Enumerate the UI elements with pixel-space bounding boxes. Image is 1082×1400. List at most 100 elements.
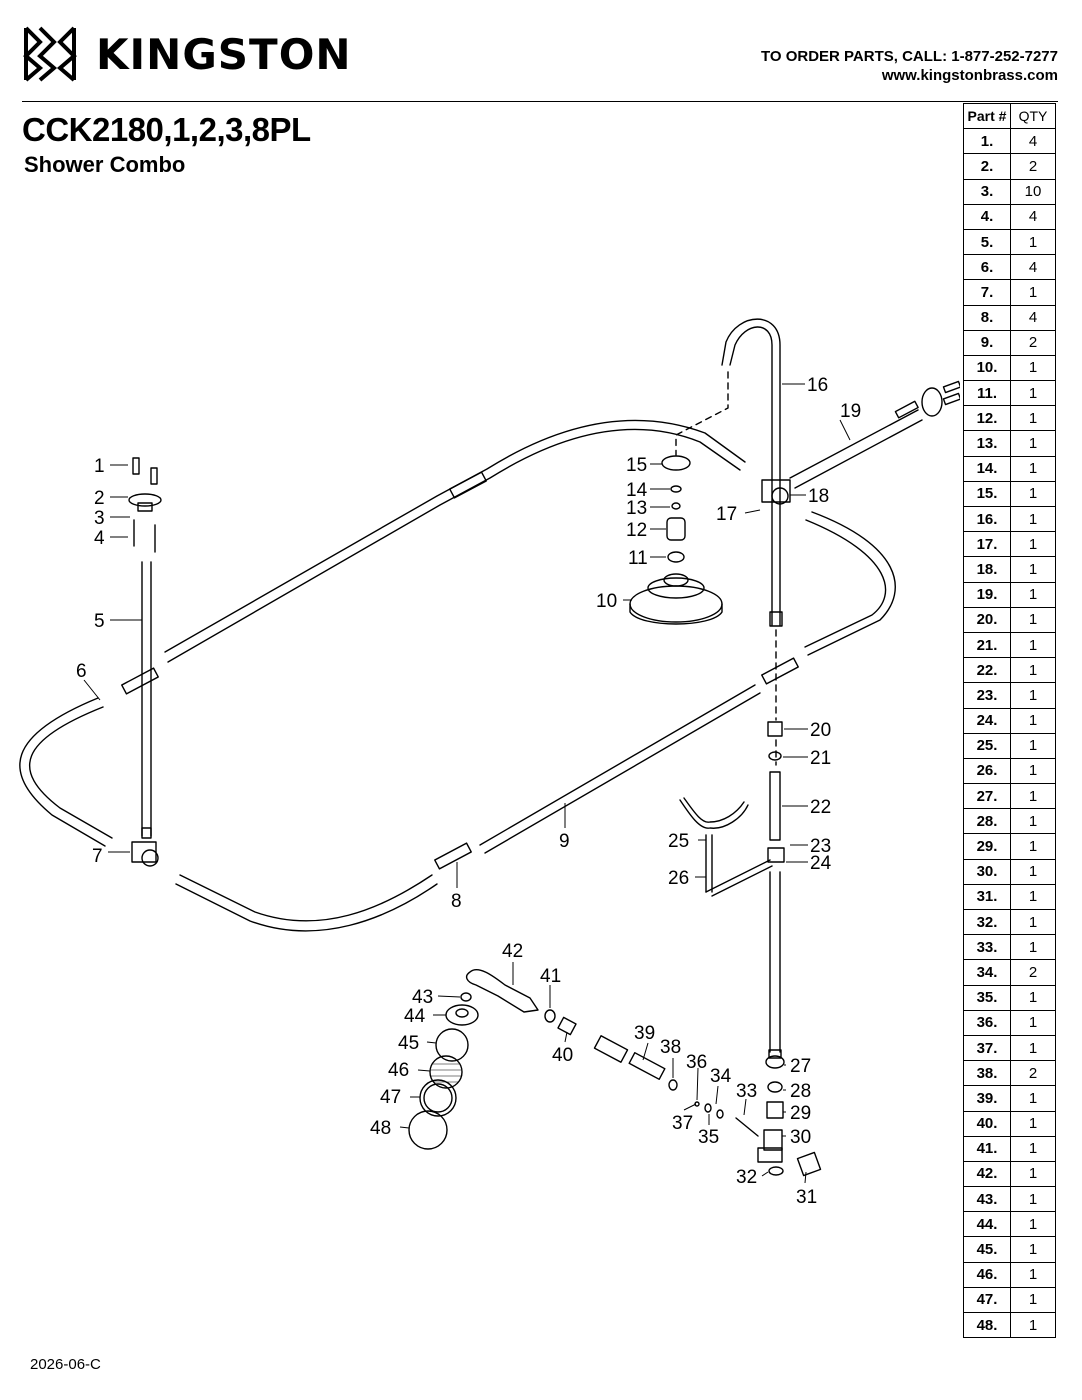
callout-32: 32	[736, 1167, 757, 1188]
table-row: 25.1	[963, 732, 1056, 759]
quantity-cell: 1	[1010, 808, 1056, 835]
part-number-cell: 48.	[963, 1311, 1011, 1339]
order-info: TO ORDER PARTS, CALL: 1-877-252-7277 www…	[761, 47, 1058, 85]
table-row: 16.1	[963, 505, 1056, 533]
part-number-cell: 30.	[963, 858, 1011, 885]
table-row: 17.1	[963, 531, 1056, 558]
callout-25: 25	[668, 831, 689, 852]
table-row: 30.1	[963, 858, 1056, 885]
quantity-cell: 1	[1010, 279, 1056, 306]
part-number-cell: 45.	[963, 1236, 1011, 1263]
part-number-cell: 33.	[963, 934, 1011, 961]
callout-4: 4	[94, 528, 105, 549]
part-number-cell: 7.	[963, 279, 1011, 306]
quantity-cell: 1	[1010, 1160, 1056, 1188]
table-row: 28.1	[963, 808, 1056, 835]
quantity-cell: 1	[1010, 984, 1056, 1011]
table-row: 31.1	[963, 883, 1056, 911]
quantity-cell: 1	[1010, 1211, 1056, 1238]
part-number-cell: 1.	[963, 128, 1011, 155]
callout-18: 18	[808, 486, 829, 507]
order-website[interactable]: www.kingstonbrass.com	[881, 67, 1058, 84]
table-row: 18.1	[963, 556, 1056, 583]
quantity-cell: 4	[1010, 203, 1056, 230]
model-number: CCK2180,1,2,3,8PL	[22, 111, 311, 148]
quantity-cell: 2	[1010, 959, 1056, 986]
callout-31: 31	[796, 1187, 817, 1208]
rail-right	[807, 511, 896, 656]
quantity-cell: 1	[1010, 1186, 1056, 1213]
rail-back	[167, 428, 741, 663]
part-number-cell: 28.	[963, 808, 1011, 835]
table-row: 1.4	[963, 128, 1056, 155]
callout-5: 5	[94, 611, 105, 632]
callout-10: 10	[596, 591, 617, 612]
table-row: 36.1	[963, 1009, 1056, 1036]
quantity-cell: 1	[1010, 1261, 1056, 1288]
table-row: 44.1	[963, 1211, 1056, 1238]
part-number-cell: 13.	[963, 430, 1011, 457]
table-row: 13.1	[963, 430, 1056, 457]
table-row: 10.1	[963, 354, 1056, 382]
callout-34: 34	[710, 1066, 732, 1087]
quantity-cell: 1	[1010, 908, 1056, 936]
table-row: 42.1	[963, 1160, 1056, 1188]
quantity-cell: 1	[1010, 405, 1056, 432]
callout-13: 13	[626, 498, 647, 519]
callout-30: 30	[790, 1127, 811, 1148]
quantity-cell: 1	[1010, 1286, 1056, 1314]
quantity-cell: 1	[1010, 228, 1056, 256]
table-row: 41.1	[963, 1135, 1056, 1162]
riser-gooseneck	[729, 326, 773, 626]
table-row: 5.1	[963, 228, 1056, 256]
quantity-cell: 1	[1010, 380, 1056, 407]
quantity-cell: 1	[1010, 833, 1056, 860]
table-row: 24.1	[963, 707, 1056, 734]
callout-47: 47	[380, 1087, 401, 1108]
part-number-cell: 6.	[963, 254, 1011, 281]
part-number-cell: 19.	[963, 581, 1011, 608]
order-phone: TO ORDER PARTS, CALL: 1-877-252-7277	[760, 48, 1058, 65]
table-row: 34.2	[963, 959, 1056, 986]
table-row: 11.1	[963, 380, 1056, 407]
quantity-cell: 1	[1010, 1311, 1056, 1339]
part-number-cell: 10.	[963, 354, 1011, 382]
part-number-cell: 35.	[963, 984, 1011, 1011]
table-row: 38.2	[963, 1060, 1056, 1087]
callout-14: 14	[626, 480, 648, 501]
callout-15: 15	[626, 455, 647, 476]
callout-45: 45	[398, 1033, 419, 1054]
quantity-cell: 1	[1010, 707, 1056, 734]
quantity-cell: 1	[1010, 606, 1056, 633]
quantity-cell: 1	[1010, 783, 1056, 810]
quantity-cell: 1	[1010, 505, 1056, 533]
kingston-logo: KINGSTON	[22, 24, 352, 84]
part-number-cell: 40.	[963, 1110, 1011, 1137]
quantity-cell: 1	[1010, 1034, 1056, 1062]
rail-left	[29, 706, 113, 839]
quantity-cell: 1	[1010, 1110, 1056, 1137]
table-row: 48.1	[963, 1311, 1056, 1339]
quantity-cell: 4	[1010, 254, 1056, 281]
callout-38: 38	[660, 1037, 681, 1058]
part-number-cell: 32.	[963, 908, 1011, 936]
table-row: 3.10	[963, 178, 1056, 205]
quantity-cell: 10	[1010, 178, 1056, 205]
table-row: 19.1	[963, 581, 1056, 608]
quantity-cell: 1	[1010, 1009, 1056, 1036]
callout-26: 26	[668, 868, 689, 889]
part-number-cell: 16.	[963, 505, 1011, 533]
table-row: 23.1	[963, 682, 1056, 709]
table-row: 29.1	[963, 833, 1056, 860]
quantity-cell: 1	[1010, 354, 1056, 382]
table-row: 8.4	[963, 304, 1056, 331]
quantity-cell: 2	[1010, 153, 1056, 180]
callout-1: 1	[94, 456, 105, 477]
callout-20: 20	[810, 720, 831, 741]
quantity-cell: 1	[1010, 858, 1056, 885]
quantity-cell: 2	[1010, 1060, 1056, 1087]
quantity-cell: 4	[1010, 128, 1056, 155]
callout-37: 37	[672, 1113, 693, 1134]
part-number-cell: 18.	[963, 556, 1011, 583]
part-number-cell: 42.	[963, 1160, 1011, 1188]
